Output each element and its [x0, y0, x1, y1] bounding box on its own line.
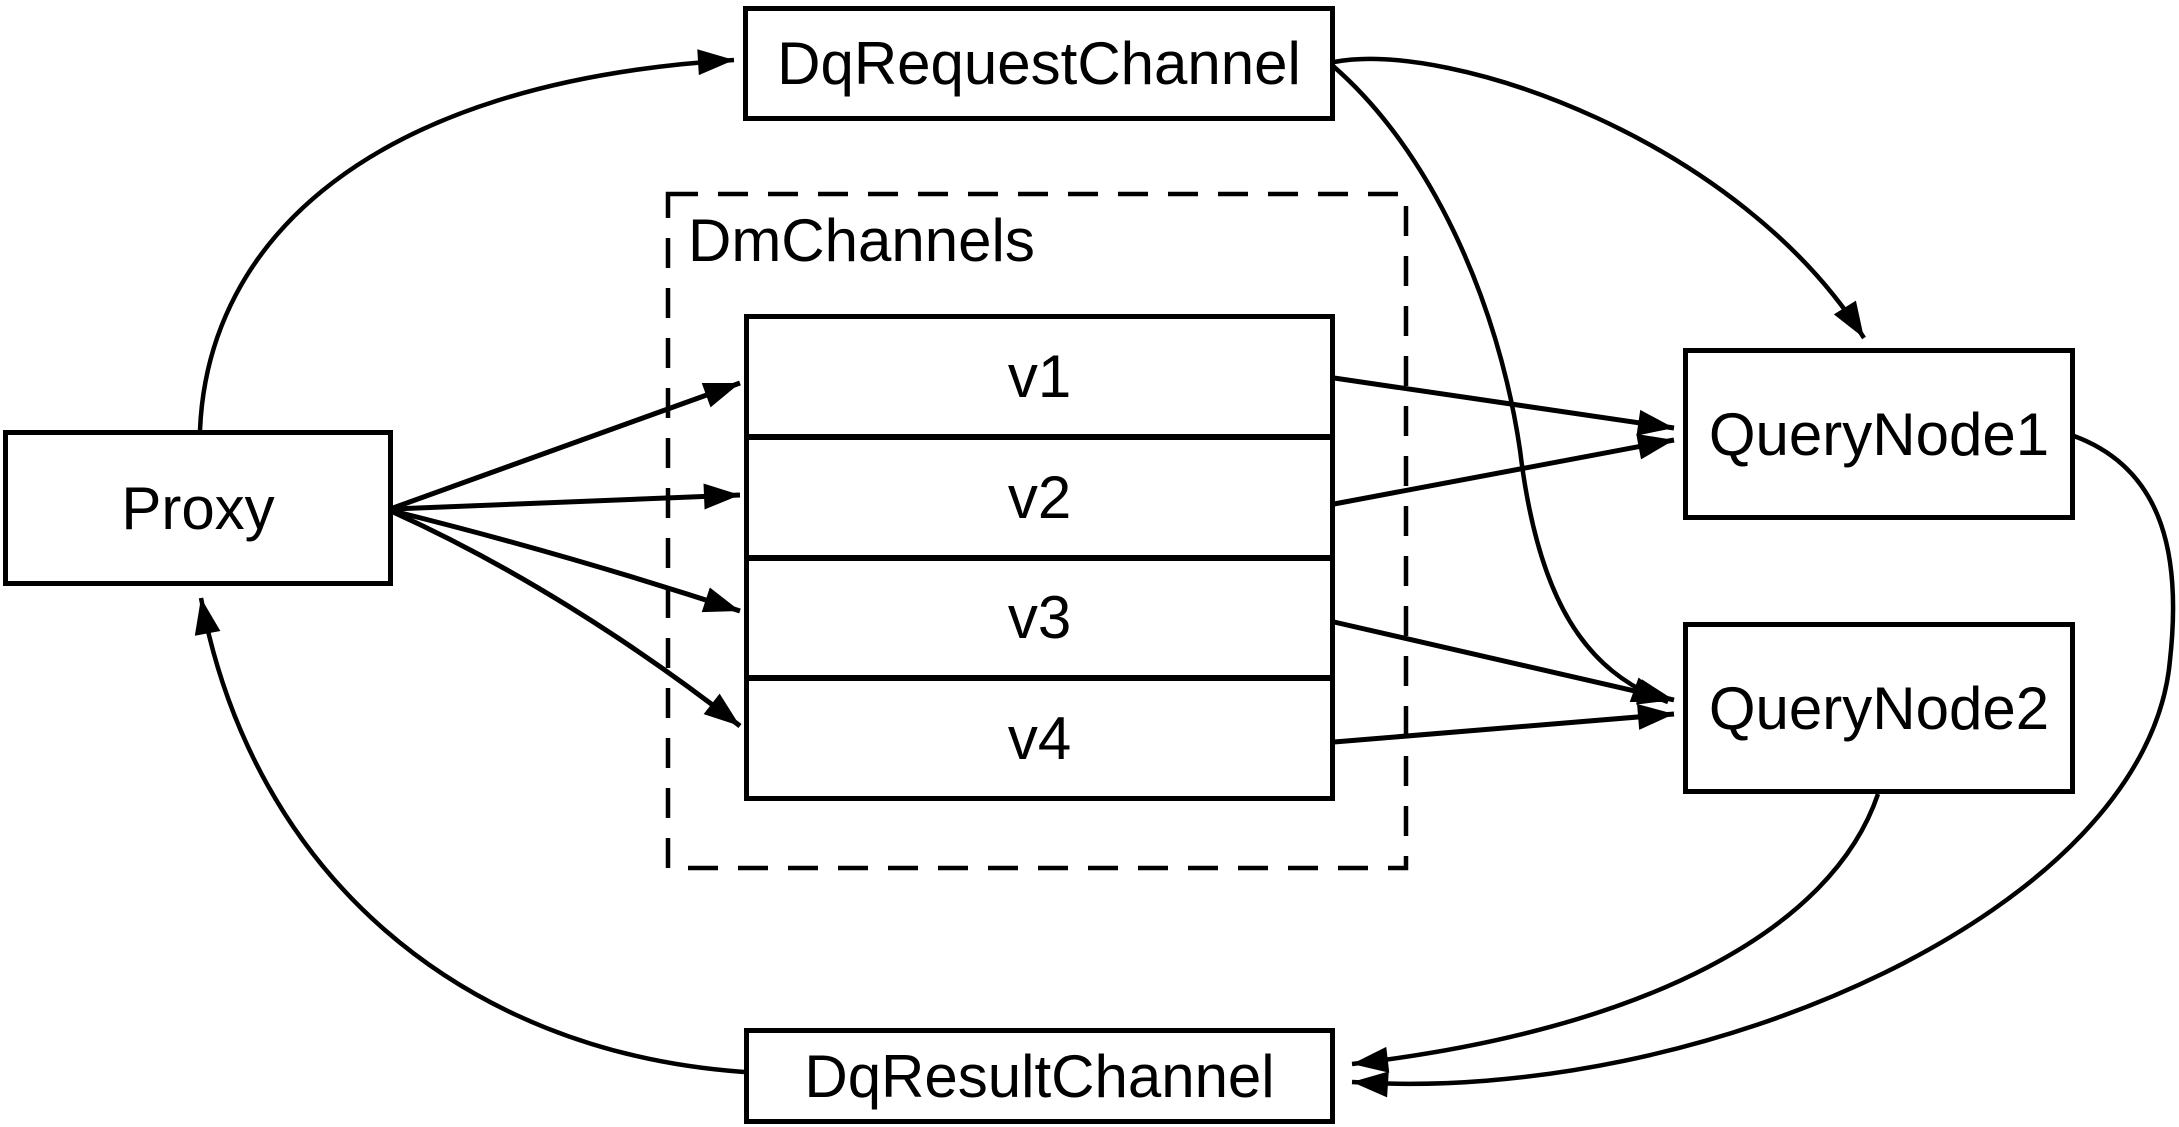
node-dq-result-channel-label: DqResultChannel	[804, 1042, 1275, 1110]
edge-dqrequestchannel-to-querynode1	[1333, 56, 1866, 340]
node-proxy-label: Proxy	[121, 474, 275, 542]
edge-proxy-to-dqrequestchannel	[197, 49, 735, 431]
edge-dqrequestchannel-to-querynode2	[1331, 64, 1669, 705]
channel-v3-label: v3	[1007, 584, 1072, 652]
edge-proxy-to-v4	[391, 509, 742, 728]
edge-v2-to-querynode1	[1333, 433, 1675, 507]
edge-proxy-to-v3	[392, 508, 741, 614]
node-dq-result-channel: DqResultChannel	[744, 1028, 1335, 1124]
node-proxy: Proxy	[3, 430, 393, 586]
edge-v4-to-querynode2	[1333, 703, 1675, 745]
channel-row-v4: v4	[749, 675, 1330, 796]
channel-row-v2: v2	[749, 433, 1330, 555]
dm-channels-stack: v1 v2 v3 v4	[744, 314, 1335, 801]
edge-v1-to-querynode1	[1333, 375, 1675, 436]
edge-querynode1-to-dqresultchannel	[1351, 433, 2176, 1098]
channel-v4-label: v4	[1007, 705, 1072, 773]
channel-v1-label: v1	[1007, 342, 1072, 410]
node-query-node-2: QueryNode2	[1683, 622, 2075, 794]
channel-row-v1: v1	[749, 319, 1330, 434]
channel-v2-label: v2	[1007, 463, 1072, 531]
node-dq-request-channel-label: DqRequestChannel	[777, 30, 1301, 97]
dm-channels-group-label: DmChannels	[688, 207, 1035, 274]
node-query-node-1: QueryNode1	[1683, 348, 2075, 520]
edge-proxy-to-v1	[392, 380, 741, 511]
edge-querynode2-to-dqresultchannel	[1351, 793, 1881, 1073]
edge-v3-to-querynode2	[1333, 619, 1675, 705]
node-query-node-1-label: QueryNode1	[1708, 400, 2050, 468]
node-query-node-2-label: QueryNode2	[1708, 674, 2050, 742]
edge-dqresultchannel-to-proxy	[194, 597, 745, 1075]
dm-channels-boundary	[665, 191, 1409, 871]
channel-row-v3: v3	[749, 554, 1330, 676]
edge-proxy-to-v2	[392, 483, 741, 512]
node-dq-request-channel: DqRequestChannel	[743, 6, 1335, 121]
